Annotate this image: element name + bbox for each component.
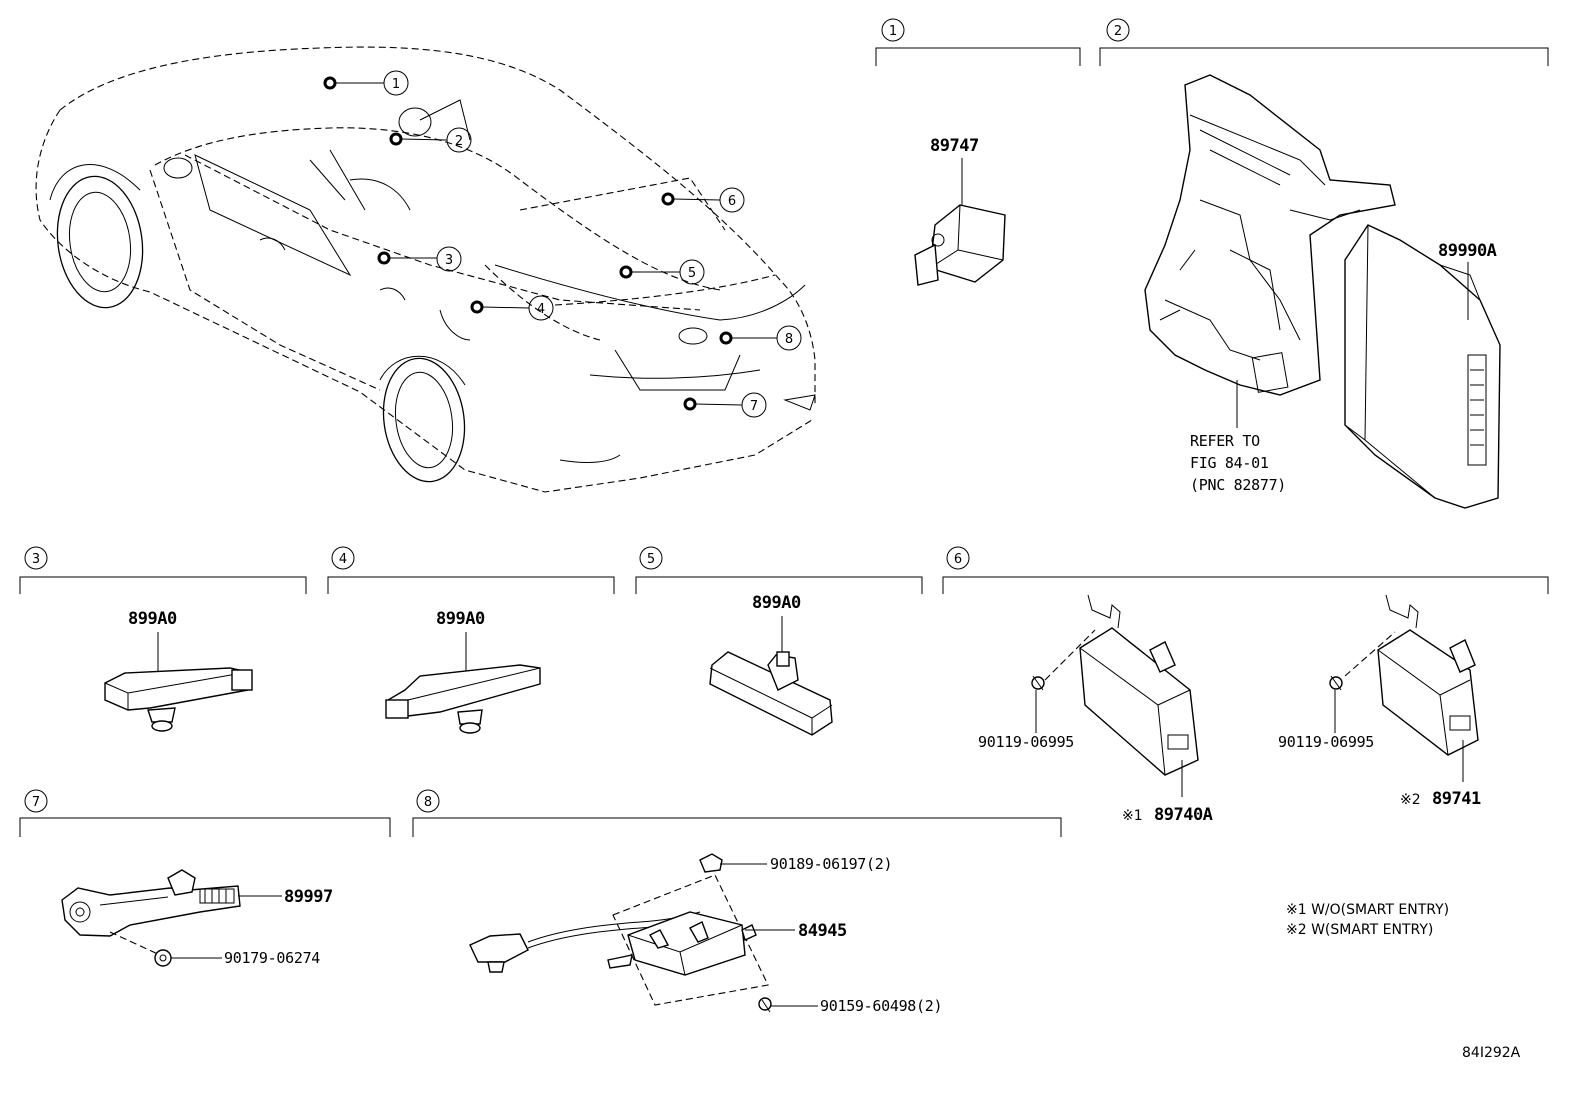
callout-label: 1 — [392, 77, 400, 92]
section-3: 3 899A0 — [19, 546, 307, 732]
section-number: 1 — [889, 24, 897, 39]
part-label-899a0: 899A0 — [128, 609, 177, 629]
callout-circle-7: 7 — [741, 392, 767, 418]
part-label-90119-06995: 90119-06995 — [978, 733, 1074, 751]
switch-part — [61, 869, 241, 937]
part-label-899a0: 899A0 — [436, 609, 485, 629]
part-label-89997: 89997 — [284, 887, 333, 907]
part-label-89741: 89741 — [1432, 789, 1481, 809]
note-mark-2: ※2 — [1400, 792, 1421, 808]
section-number: 6 — [954, 552, 962, 567]
screw-part — [758, 997, 772, 1013]
section-number: 5 — [647, 552, 655, 567]
callout-label: 3 — [445, 253, 453, 268]
refer-line-2: FIG 84-01 — [1190, 454, 1269, 472]
part-label-89747: 89747 — [930, 136, 979, 156]
antenna-part — [709, 651, 833, 736]
car-overview: 1 2 3 4 5 6 7 8 — [35, 46, 816, 493]
part-label-90159-60498: 90159-60498(2) — [820, 997, 942, 1015]
section-5: 5 899A0 — [635, 546, 923, 736]
module-part-89740a — [1079, 594, 1199, 776]
callout-circle-2: 2 — [446, 127, 472, 153]
section-number: 8 — [424, 795, 432, 810]
callout-circle-8: 8 — [776, 325, 802, 351]
part-label-89740a: 89740A — [1154, 805, 1213, 825]
section-2: 2 REFER TO FIG 84-01 (PNC 82877) 89990A — [1099, 18, 1549, 509]
callout-circle-3: 3 — [436, 246, 462, 272]
part-label-90119-06995: 90119-06995 — [1278, 733, 1374, 751]
section-number: 3 — [32, 552, 40, 567]
section-8: 8 90189-06197(2) 84945 90159-604 — [412, 789, 1062, 1015]
clip-part — [699, 853, 723, 873]
notes: ※1 W/O(SMART ENTRY) ※2 W(SMART ENTRY) — [1286, 902, 1449, 938]
relay-part — [914, 204, 1006, 286]
antenna-part — [104, 667, 253, 732]
callout-circle-1: 1 — [383, 70, 409, 96]
note-2: ※2 W(SMART ENTRY) — [1286, 922, 1433, 938]
module-part-89741 — [1377, 594, 1479, 756]
note-1: ※1 W/O(SMART ENTRY) — [1286, 902, 1449, 918]
section-number: 4 — [339, 552, 347, 567]
section-4: 4 899A0 — [327, 546, 615, 734]
section-number: 2 — [1114, 24, 1122, 39]
callout-label: 5 — [688, 266, 696, 281]
bracket-part — [1144, 74, 1396, 396]
section-1: 1 89747 — [875, 18, 1081, 286]
section-7: 7 89997 90179-06274 — [19, 789, 391, 967]
section-6: 6 90119-06995 ※1 89740A — [942, 546, 1549, 825]
part-label-84945: 84945 — [798, 921, 847, 941]
part-label-899a0: 899A0 — [752, 593, 801, 613]
harness-part — [469, 911, 701, 973]
callout-leaders — [323, 76, 777, 411]
callout-label: 2 — [455, 134, 463, 149]
bolt-part — [1329, 675, 1343, 691]
diagram-id: 84I292A — [1462, 1045, 1521, 1061]
note-mark-1: ※1 — [1122, 808, 1143, 824]
callout-label: 8 — [785, 332, 793, 347]
callout-label: 7 — [750, 399, 758, 414]
callout-circle-5: 5 — [679, 259, 705, 285]
part-label-90189-06197: 90189-06197(2) — [770, 855, 892, 873]
callout-label: 6 — [728, 194, 736, 209]
callout-circle-6: 6 — [719, 187, 745, 213]
nut-part — [154, 949, 172, 967]
ecu-module-part — [1344, 224, 1501, 509]
refer-line-1: REFER TO — [1190, 432, 1260, 450]
section-number: 7 — [32, 795, 40, 810]
antenna-part — [385, 664, 541, 734]
callout-label: 4 — [537, 302, 545, 317]
lamp-housing-part — [607, 911, 757, 976]
part-label-90179-06274: 90179-06274 — [224, 949, 320, 967]
callout-circle-4: 4 — [528, 295, 554, 321]
part-label-89990a: 89990A — [1438, 241, 1497, 261]
bolt-part — [1031, 675, 1045, 691]
refer-line-3: (PNC 82877) — [1190, 476, 1286, 494]
